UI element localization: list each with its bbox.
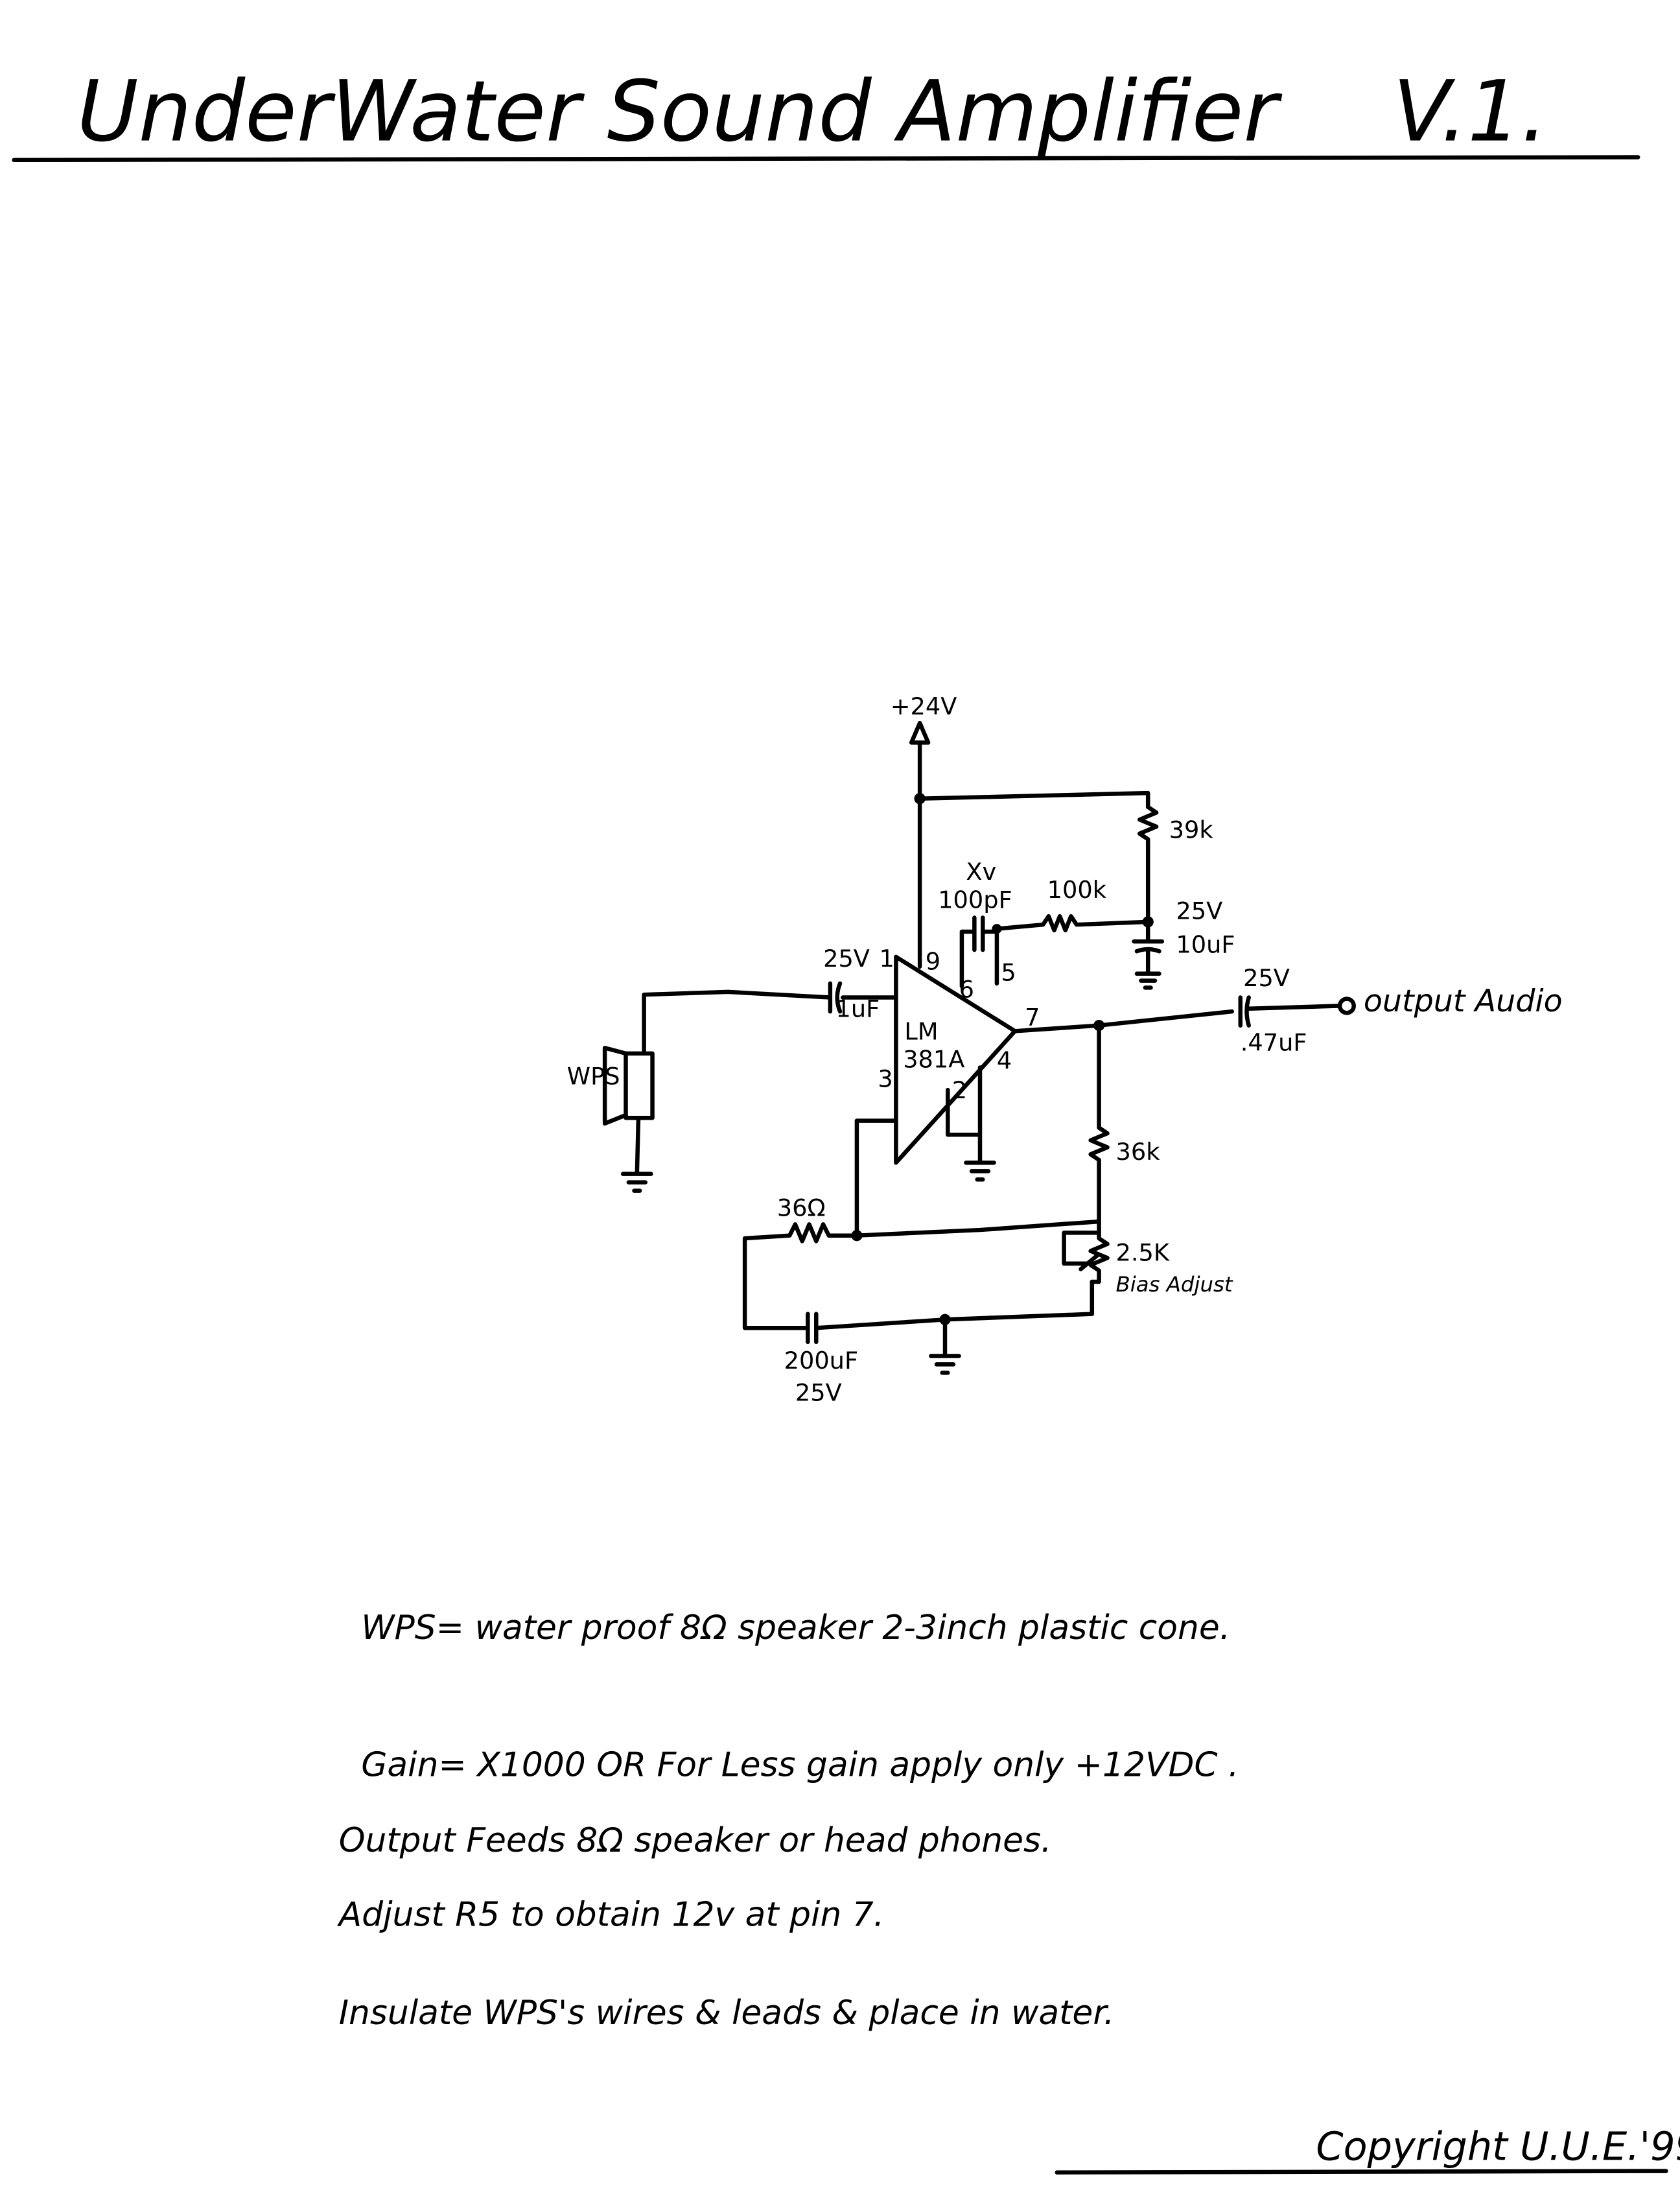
cap-in-voltage: 25V [823, 945, 870, 973]
resistor-36ohm [742, 1222, 859, 1330]
capacitor-100pf [959, 915, 999, 989]
wire-top [917, 790, 1150, 809]
speaker-icon [624, 1051, 655, 1120]
pin-4: 4 [997, 1047, 1012, 1075]
cap-out-label: .47uF [1241, 1029, 1307, 1057]
output-audio-label: output Audio [1364, 984, 1563, 1019]
pin-2: 2 [952, 1076, 967, 1104]
cap-100pf-label: 100pF [938, 886, 1012, 914]
pot-label: Bias Adjust [1116, 1272, 1233, 1297]
footer-rule [1055, 2169, 1668, 2175]
cap-in-label: 1uF [836, 995, 880, 1023]
pin-9: 9 [926, 947, 940, 975]
version-label: V.1. [1393, 63, 1548, 161]
wire-pin3 [854, 1118, 898, 1238]
note-insulate: Insulate WPS's wires & leads & place in … [339, 1994, 1115, 2033]
r-36k-label: 36k [1116, 1138, 1161, 1166]
r-100k-label: 100k [1047, 876, 1107, 904]
pin-3: 3 [878, 1065, 892, 1093]
ground-icon [929, 1317, 961, 1375]
speaker-label: WPS [567, 1062, 620, 1090]
wire-feedback [854, 1219, 1101, 1238]
note-output: Output Feeds 8Ω speaker or head phones. [339, 1821, 1052, 1860]
cap-out-voltage: 25V [1243, 964, 1290, 992]
note-wps: WPS= water proof 8Ω speaker 2-3inch plas… [361, 1609, 1230, 1647]
pot-value: 2.5K [1116, 1239, 1170, 1267]
r-36ohm-label: 36Ω [777, 1194, 826, 1221]
copyright: Copyright U.U.E.'99 [1316, 2124, 1680, 2169]
pin-6: 6 [959, 976, 974, 1004]
resistor-100k [994, 914, 1150, 933]
ic-name: LM [904, 1017, 938, 1045]
note-gain: Gain= X1000 OR For Less gain apply only … [361, 1745, 1239, 1784]
note-adjust: Adjust R5 to obtain 12v at pin 7. [337, 1896, 884, 1935]
cap-10uf-label: 10uF [1176, 930, 1235, 958]
supply-arrow-icon [909, 720, 931, 745]
resistor-36k [1088, 1023, 1110, 1224]
page-title: UnderWater Sound Amplifier [77, 63, 1283, 161]
pin-5: 5 [1001, 959, 1016, 987]
r-39k-label: 39k [1169, 816, 1214, 843]
wire-output [1012, 1009, 1235, 1033]
supply-label: +24V [891, 692, 957, 720]
cap-xv-label: Xv [966, 858, 996, 886]
pin-7: 7 [1025, 1004, 1040, 1032]
cap-200uf-label: 200uF [784, 1347, 858, 1374]
lm381a-amplifier [894, 954, 1018, 1165]
ground-icon [620, 1116, 653, 1193]
potentiometer-bias[interactable] [1062, 1219, 1110, 1284]
title-underline [12, 155, 1640, 163]
capacitor-200uf [806, 1279, 1095, 1345]
capacitor-10uf-ground [1132, 919, 1165, 990]
speaker-cone [602, 1046, 628, 1126]
cap-10uf-voltage: 25V [1176, 897, 1222, 925]
wire-input [642, 981, 898, 1053]
pin-1: 1 [879, 945, 894, 973]
ic-part: 381A [903, 1046, 964, 1074]
capacitor-output [1238, 995, 1341, 1028]
resistor-39k [1138, 805, 1159, 925]
output-terminal [1337, 996, 1356, 1015]
ground-icon [946, 1065, 996, 1182]
cap-200uf-voltage: 25V [795, 1379, 842, 1407]
